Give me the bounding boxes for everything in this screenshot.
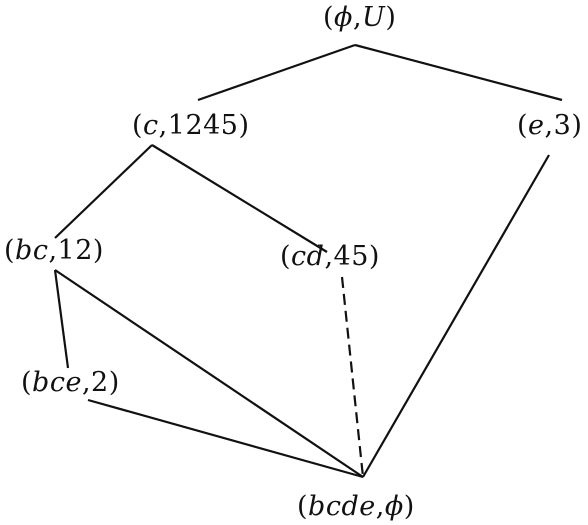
node-cd-extent: 45 — [333, 241, 369, 272]
node-bc-open: ( — [4, 235, 16, 266]
node-bottom-intent: bcde — [308, 491, 376, 522]
node-bc: (bc,12) — [4, 236, 104, 266]
node-bottom-sep: , — [375, 491, 385, 522]
node-bottom-open: ( — [297, 491, 309, 522]
node-top-extent: U — [362, 2, 386, 33]
node-cd-close: ) — [368, 241, 380, 272]
edge-c-to-bc — [54, 144, 153, 239]
node-bc-sep: , — [48, 235, 58, 266]
node-cd: (cd,45) — [280, 242, 380, 272]
node-top-open: ( — [323, 2, 335, 33]
node-c-open: ( — [132, 110, 144, 141]
node-bce: (bce,2) — [21, 368, 120, 398]
node-bottom: (bcde,ϕ) — [297, 492, 415, 522]
edge-c-to-cd — [151, 144, 328, 253]
node-e-intent: e — [528, 110, 545, 141]
node-e-extent: 3 — [553, 110, 572, 141]
node-bce-intent: bce — [32, 367, 82, 398]
node-cd-intent: cd — [291, 241, 325, 272]
node-bc-close: ) — [92, 235, 104, 266]
edge-cd-to-bottom — [340, 276, 365, 478]
node-bce-sep: , — [81, 367, 92, 398]
node-top-sep: , — [352, 2, 363, 33]
node-e: (e,3) — [517, 111, 582, 141]
edge-top-to-c — [197, 43, 356, 102]
node-top-intent: ϕ — [334, 2, 353, 33]
node-e-close: ) — [571, 110, 583, 141]
edge-e-to-bottom — [362, 154, 550, 478]
node-bce-open: ( — [21, 367, 33, 398]
node-c: (c,1245) — [132, 111, 250, 141]
node-bce-extent: 2 — [91, 367, 109, 398]
node-bc-intent: bc — [15, 235, 49, 266]
node-c-extent: 1245 — [167, 110, 239, 141]
node-e-sep: , — [544, 110, 554, 141]
node-bottom-close: ) — [403, 491, 415, 522]
node-bottom-extent: ϕ — [384, 491, 404, 522]
edge-bc-to-bce — [53, 269, 70, 369]
edge-top-to-e — [354, 43, 563, 102]
node-c-intent: c — [143, 110, 159, 141]
edge-bc-to-bottom — [54, 269, 364, 478]
node-cd-open: ( — [280, 241, 292, 272]
node-cd-sep: , — [324, 241, 334, 272]
node-e-open: ( — [517, 110, 529, 141]
node-top-close: ) — [385, 2, 397, 33]
edge-bce-to-bottom — [87, 398, 364, 479]
node-bc-extent: 12 — [57, 235, 93, 266]
node-c-close: ) — [238, 110, 250, 141]
node-bce-close: ) — [108, 367, 120, 398]
node-top: (ϕ,U) — [323, 3, 396, 33]
node-c-sep: , — [158, 110, 168, 141]
